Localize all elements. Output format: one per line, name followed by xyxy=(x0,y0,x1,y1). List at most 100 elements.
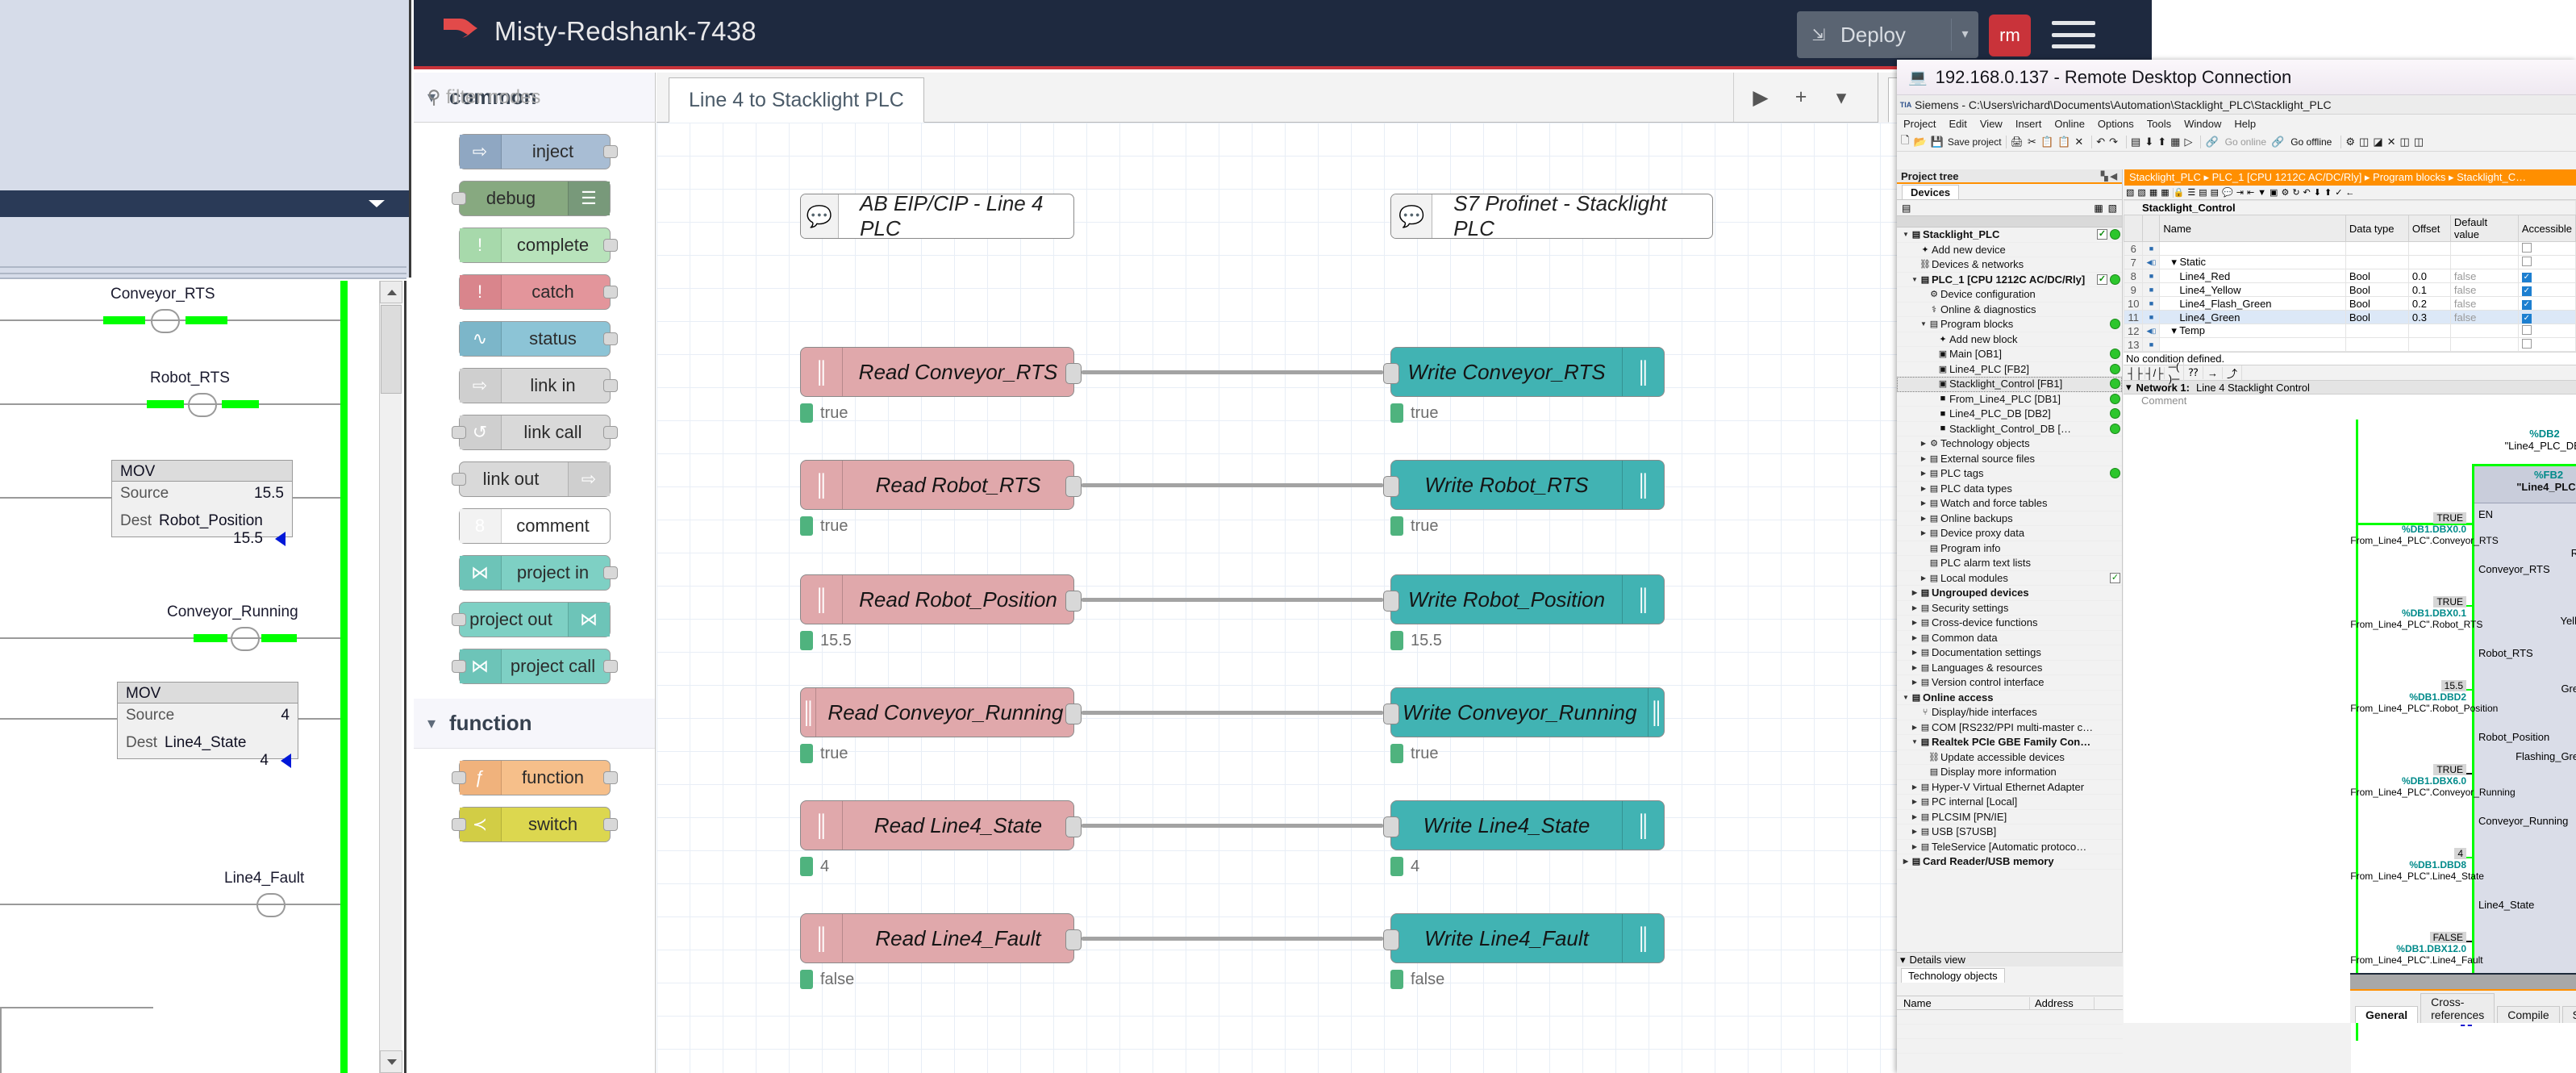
expand-arrow-icon[interactable]: ▶ xyxy=(1919,499,1928,507)
node-output-port[interactable] xyxy=(603,145,618,158)
cell-offset[interactable]: 0.3 xyxy=(2408,311,2450,324)
expand-arrow-icon[interactable]: ▶ xyxy=(1911,649,1919,656)
node-input-port[interactable] xyxy=(1383,704,1399,724)
tree-filter-icon[interactable]: ▤ xyxy=(1902,202,1911,214)
wire[interactable] xyxy=(1082,824,1383,828)
cell-name[interactable]: Line4_Yellow xyxy=(2160,283,2346,297)
write-node[interactable]: Write Line4_Fault║ xyxy=(1390,913,1665,963)
tree-item-plc-tags[interactable]: ▶▤PLC tags xyxy=(1897,466,2122,482)
add-flow-icon[interactable]: + xyxy=(1781,86,1821,109)
tree-item-cross-device-functions[interactable]: ▶▤Cross-device functions xyxy=(1897,616,2122,631)
ladder-tool-3[interactable]: ⁇ xyxy=(2184,366,2203,379)
align-icon[interactable]: ☰ xyxy=(2187,187,2195,198)
print-icon[interactable]: 🖨 xyxy=(2011,136,2024,148)
split-v-icon[interactable]: ◫ xyxy=(2414,136,2424,148)
node-input-port[interactable] xyxy=(452,426,466,439)
tree-item-usb-s7usb[interactable]: ▶▤USB [S7USB] xyxy=(1897,825,2122,840)
inspector-tab-syntax[interactable]: Syntax xyxy=(2562,1006,2576,1023)
tree-item-online-diagnostics[interactable]: ⚕Online & diagnostics xyxy=(1897,303,2122,318)
tree-item-local-modules[interactable]: ▶▤Local modules✓ xyxy=(1897,571,2122,587)
chevron-down-icon[interactable]: ▾ xyxy=(1951,19,1978,51)
add-row-below-icon[interactable]: ▦ xyxy=(2161,187,2169,198)
expand-arrow-icon[interactable]: ▶ xyxy=(1911,813,1919,820)
chevron-down-icon[interactable]: ▾ xyxy=(414,713,449,733)
tree-item-languages-resources[interactable]: ▶▤Languages & resources xyxy=(1897,661,2122,676)
insert-row-icon[interactable]: ▧ xyxy=(2126,187,2134,198)
fb-input-tag[interactable]: TRUE%DB1.DBX0.1"From_Line4_PLC".Robot_RT… xyxy=(2351,596,2466,630)
comment-node[interactable]: 💬S7 Profinet - Stacklight PLC xyxy=(1390,194,1713,239)
load-icon[interactable]: ⬇ xyxy=(2314,187,2321,198)
tree-item-device-configuration[interactable]: ⚙Device configuration xyxy=(1897,287,2122,303)
wire[interactable] xyxy=(1082,598,1383,602)
unload-icon[interactable]: ⬆ xyxy=(2324,187,2332,198)
chevron-down-icon[interactable]: ▾ xyxy=(1821,86,1861,110)
tree-item-card-reader-usb-memory[interactable]: ▶▤Card Reader/USB memory xyxy=(1897,854,2122,870)
expand-arrow-icon[interactable]: ▼ xyxy=(1911,276,1919,283)
tree-item-program-blocks[interactable]: ▼▤Program blocks xyxy=(1897,317,2122,332)
cell-offset[interactable]: 0.2 xyxy=(2408,297,2450,311)
start-rt-icon[interactable]: ▷ xyxy=(2184,136,2192,148)
palette-node-link-out[interactable]: link out⇨ xyxy=(459,461,611,497)
expand-arrow-icon[interactable]: ▶ xyxy=(1919,529,1928,536)
tree-item-display-hide-interfaces[interactable]: ⑂Display/hide interfaces xyxy=(1897,705,2122,720)
tab-devices[interactable]: Devices xyxy=(1902,185,1959,199)
cell-accessible[interactable] xyxy=(2518,256,2575,269)
node-output-port[interactable] xyxy=(603,286,618,299)
palette-node-status[interactable]: ∿status xyxy=(459,321,611,357)
node-input-port[interactable] xyxy=(1383,816,1399,837)
node-output-port[interactable] xyxy=(1065,591,1082,612)
tab-line4-to-stacklight-plc[interactable]: Line 4 to Stacklight PLC xyxy=(669,77,924,123)
comment-node[interactable]: 💬AB EIP/CIP - Line 4 PLC xyxy=(800,194,1074,239)
fb-input-tag[interactable]: TRUE%DB1.DBX6.0"From_Line4_PLC".Conveyor… xyxy=(2351,764,2466,798)
cut-icon[interactable]: ✂ xyxy=(2028,136,2036,148)
node-input-port[interactable] xyxy=(452,613,466,626)
expand-arrow-icon[interactable]: ▶ xyxy=(1911,589,1919,596)
palette-node-project-call[interactable]: ⋈project call xyxy=(459,649,611,684)
deploy-button[interactable]: ⇲ Deploy ▾ xyxy=(1797,11,1978,58)
palette-node-link-in[interactable]: ⇨link in xyxy=(459,368,611,403)
cell-name[interactable]: Line4_Flash_Green xyxy=(2160,297,2346,311)
open-icon[interactable]: 📂 xyxy=(1913,136,1926,148)
ladder-tool-4[interactable]: → xyxy=(2203,367,2223,379)
node-input-port[interactable] xyxy=(452,192,466,205)
tree-item-stacklight-control-db[interactable]: ■Stacklight_Control_DB [… xyxy=(1897,422,2122,437)
tree-item-realtek-pcie-gbe-family-con[interactable]: ▼▤Realtek PCIe GBE Family Con… xyxy=(1897,735,2122,750)
tree-item-ungrouped-devices[interactable]: ▶▤Ungrouped devices xyxy=(1897,586,2122,601)
expand-arrow-icon[interactable]: ▶ xyxy=(1911,619,1919,626)
apply-icon[interactable]: ✓ xyxy=(2335,187,2342,198)
cell-name[interactable]: Line4_Green xyxy=(2160,311,2346,324)
node-output-port[interactable] xyxy=(603,660,618,673)
expand-icon[interactable]: ▼ xyxy=(2257,188,2266,198)
monitor-icon[interactable]: ⚙ xyxy=(2281,187,2289,198)
tree-item-plcsim-pn-ie[interactable]: ▶▤PLCSIM [PN/IE] xyxy=(1897,810,2122,825)
tree-item-documentation-settings[interactable]: ▶▤Documentation settings xyxy=(1897,645,2122,661)
palette-category-function[interactable]: ▾function xyxy=(414,699,655,749)
menu-insert[interactable]: Insert xyxy=(2015,118,2042,130)
node-output-port[interactable] xyxy=(603,379,618,392)
go-offline-label[interactable]: Go offline xyxy=(2290,136,2332,148)
tree-item-online-backups[interactable]: ▶▤Online backups xyxy=(1897,511,2122,527)
table-icon[interactable]: ▤ xyxy=(2199,187,2207,198)
cell-data-type[interactable] xyxy=(2345,256,2408,269)
table-row[interactable]: 10■Line4_Flash_GreenBool0.2false✓ xyxy=(2124,297,2576,311)
menu-icon[interactable] xyxy=(2052,16,2095,53)
split-h-icon[interactable]: ◫ xyxy=(2400,136,2410,148)
tree-item-stacklight-control-fb1[interactable]: ▣Stacklight_Control [FB1] xyxy=(1897,377,2122,392)
node-output-port[interactable] xyxy=(1065,704,1082,724)
delete-row-icon[interactable]: ▧ xyxy=(2137,187,2145,198)
read-node[interactable]: ║Read Line4_State xyxy=(800,800,1074,850)
details-view-header[interactable]: ▾ Details view xyxy=(1897,953,2123,967)
cell-accessible[interactable]: ✓ xyxy=(2518,297,2575,311)
expand-arrow-icon[interactable]: ▼ xyxy=(1902,231,1910,238)
expand-arrow-icon[interactable]: ▶ xyxy=(1911,798,1919,805)
cell-default-value[interactable] xyxy=(2450,324,2518,338)
collapse-icon[interactable]: ▚ ◀ xyxy=(2101,171,2117,182)
tree-item-update-accessible-devices[interactable]: ⛓Update accessible devices xyxy=(1897,750,2122,766)
tree-item-device-proxy-data[interactable]: ▶▤Device proxy data xyxy=(1897,526,2122,541)
cell-name[interactable]: Line4_Red xyxy=(2160,269,2346,283)
ladder-tool-5[interactable]: ⤴ xyxy=(2223,365,2242,381)
cell-default-value[interactable] xyxy=(2450,256,2518,269)
redo-icon[interactable]: ↷ xyxy=(2109,136,2118,148)
go-offline-icon[interactable]: 🔗 xyxy=(2271,136,2284,148)
output-coil[interactable] xyxy=(256,893,286,914)
